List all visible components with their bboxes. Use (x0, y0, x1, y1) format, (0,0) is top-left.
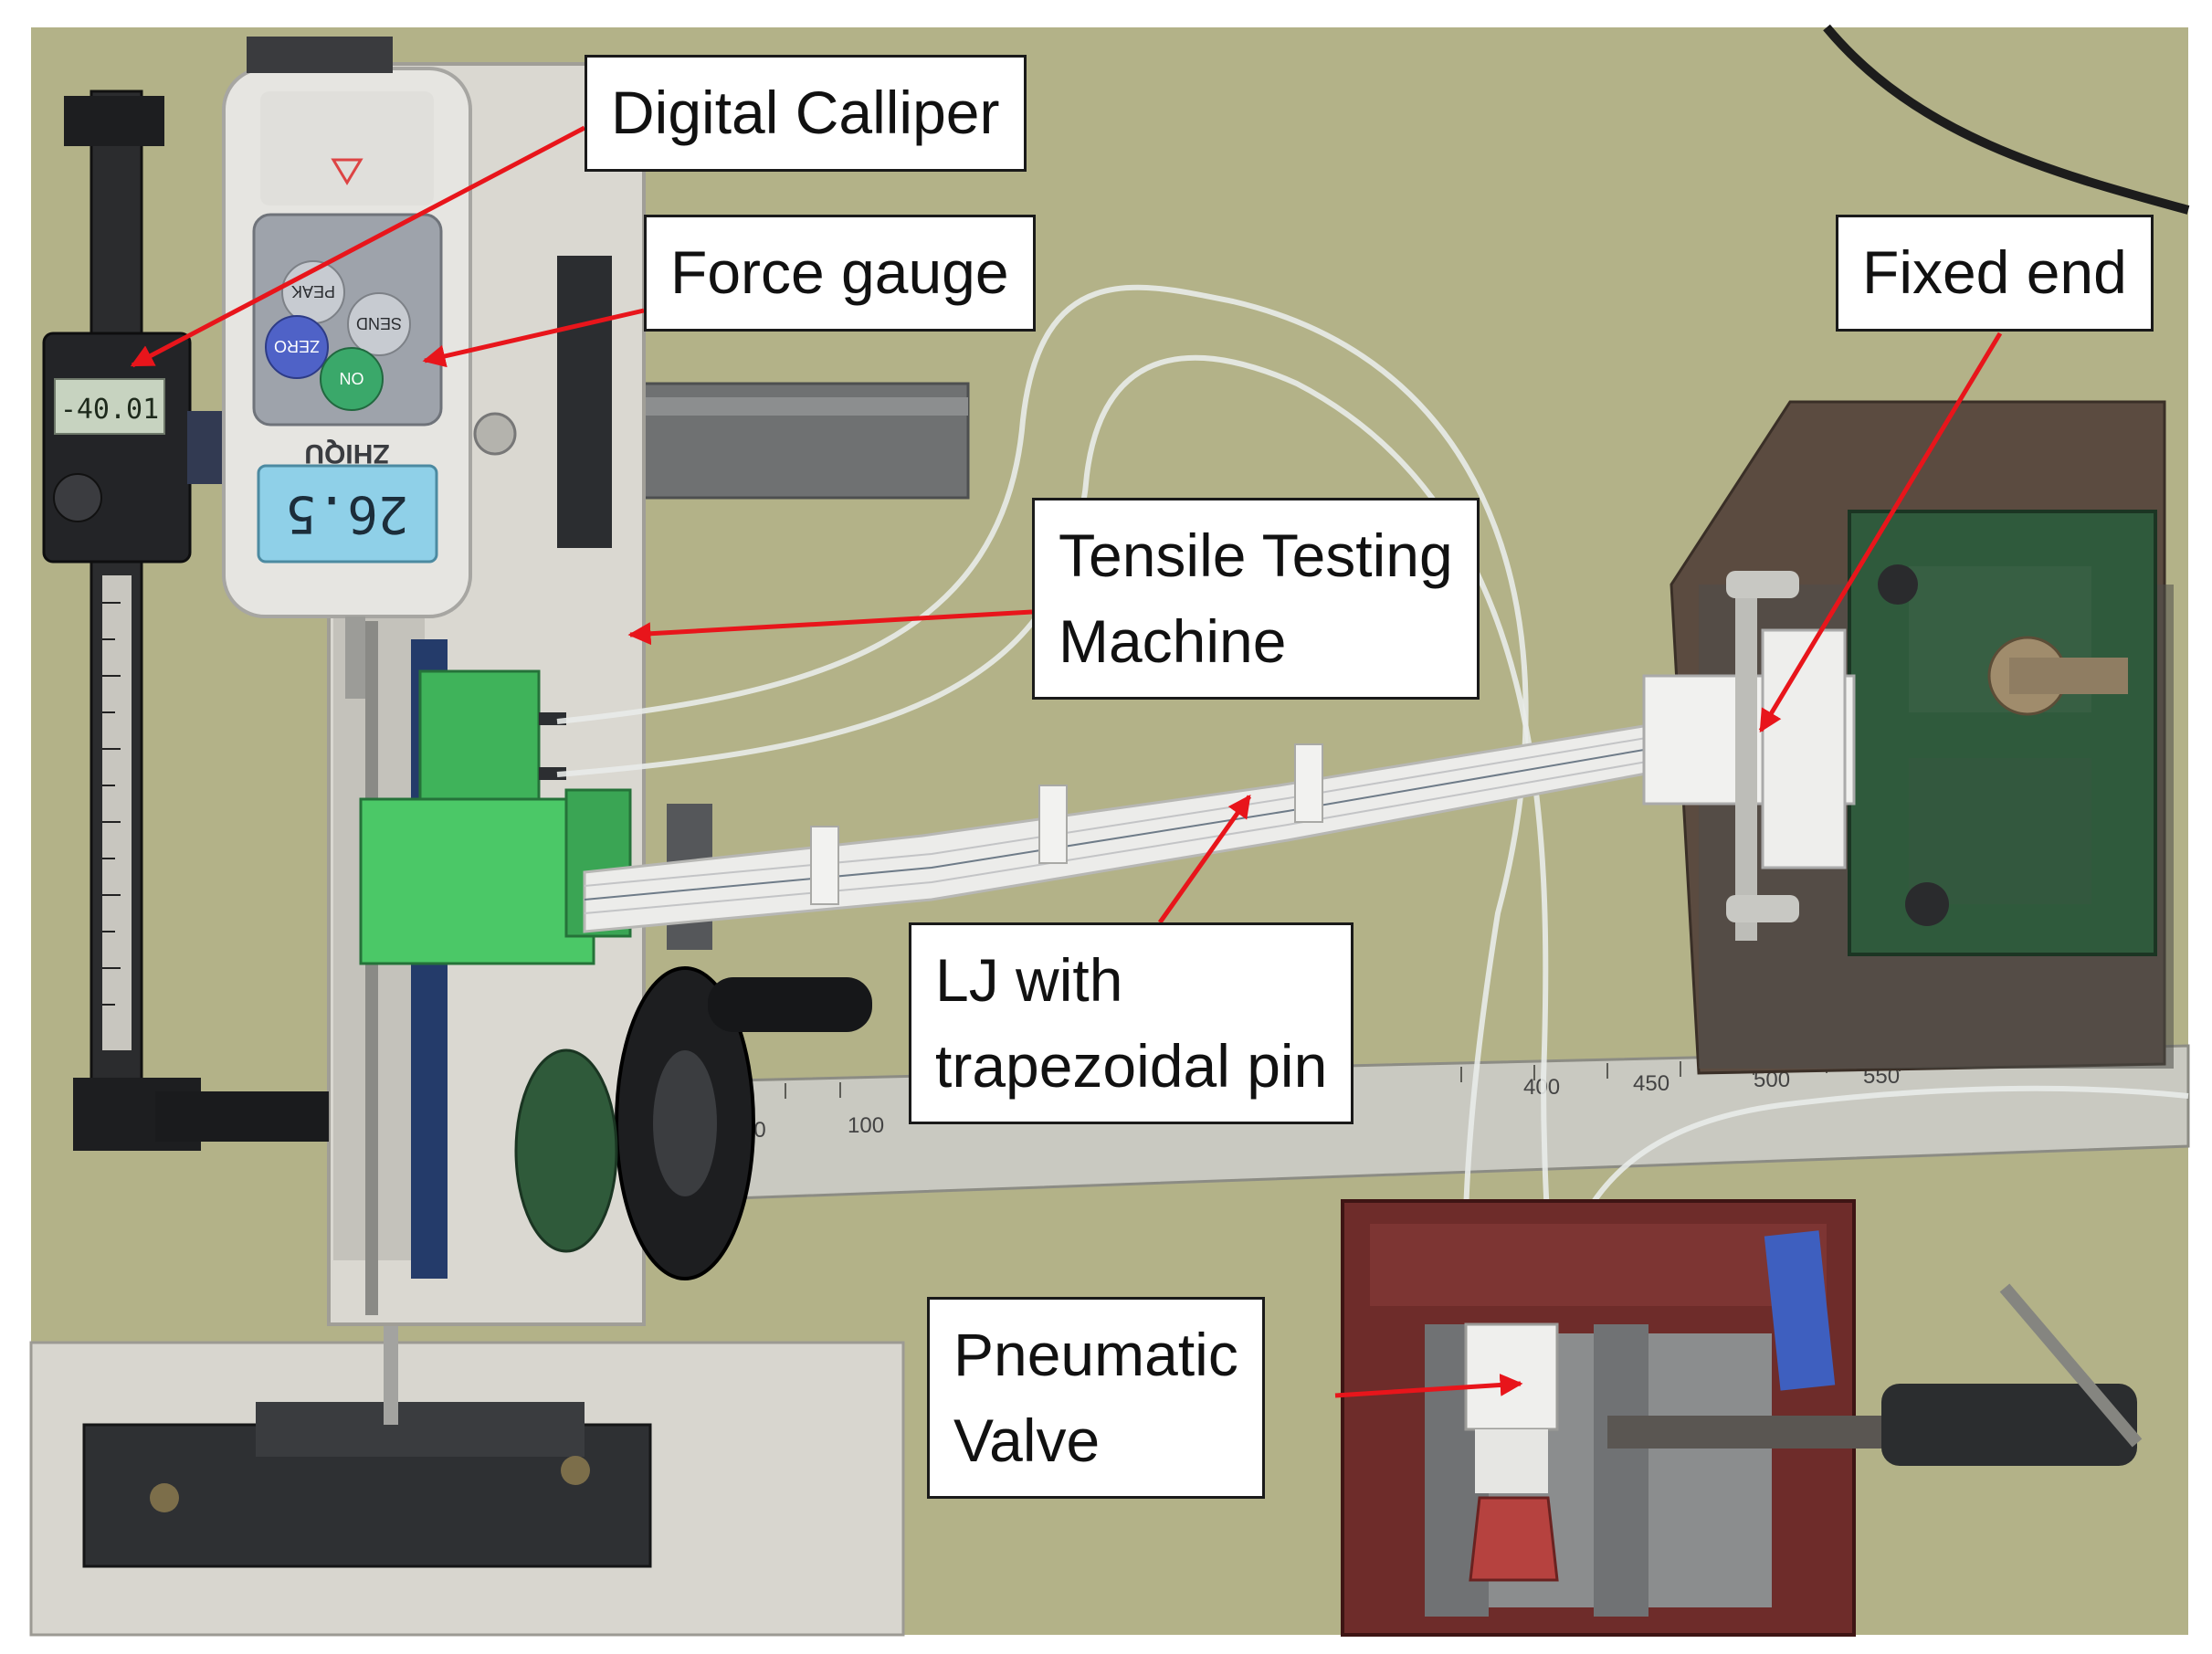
pneumatic-valve-body (1464, 1322, 1559, 1431)
callout-force-gauge-text: Force gauge (670, 238, 1009, 306)
callout-tensile-line-2: Machine (1059, 606, 1287, 675)
callout-fixed-end: Fixed end (1836, 215, 2154, 332)
wheel-bearing-green (514, 1048, 618, 1253)
gauge-button-peak-label: PEAK (291, 282, 335, 300)
force-gauge-display (257, 464, 438, 564)
callout-pneumatic-line-2: Valve (953, 1406, 1101, 1474)
callout-pneumatic-line-1: Pneumatic (953, 1321, 1238, 1388)
gauge-button-zero-label: ZERO (274, 337, 320, 355)
callout-tensile-line-1: Tensile Testing (1059, 521, 1453, 589)
gauge-button-send (347, 292, 411, 356)
arrow-pneumatic-valve (1334, 1373, 1523, 1398)
specimen-ring-3 (1294, 743, 1323, 823)
callout-tensile-testing-machine: Tensile Testing Machine (1032, 498, 1480, 701)
callout-lj-line-1: LJ with (935, 946, 1123, 1014)
calliper-display (54, 378, 165, 435)
callout-digital-calliper-text: Digital Calliper (611, 79, 1000, 146)
pneumatic-tube-1 (556, 284, 1529, 1316)
callout-digital-calliper: Digital Calliper (585, 55, 1027, 172)
calliper-display-value: -40.01 (60, 394, 159, 426)
ruler-mark-100: 100 (848, 1113, 884, 1138)
gauge-button-zero (265, 315, 329, 379)
calliper-scale-ticks (102, 602, 121, 1006)
machine-side-rail (557, 256, 612, 548)
gauge-button-send-label: SEND (356, 314, 402, 332)
gauge-button-on-label: ON (340, 369, 364, 387)
arrow-fixed-end (1758, 332, 2003, 733)
gauge-button-on (320, 347, 384, 411)
force-gauge-display-value: 26.5 (286, 484, 409, 543)
ruler-mark-450: 450 (1633, 1071, 1670, 1096)
pneumatic-tube-2 (556, 354, 1555, 1325)
callout-fixed-end-text: Fixed end (1862, 238, 2127, 306)
callout-pneumatic-valve: Pneumatic Valve (927, 1297, 1265, 1500)
specimen-ring-1 (810, 826, 839, 905)
gauge-brand: ZHIQU (304, 438, 389, 469)
vise-bolt-1 (1878, 564, 1918, 605)
callout-force-gauge: Force gauge (644, 215, 1036, 332)
vise-handle (1881, 1384, 2137, 1466)
annotation-arrows (130, 125, 2003, 1398)
arrow-digital-calliper (130, 125, 586, 368)
vise-bolt-2 (1905, 882, 1949, 926)
specimen-ring-2 (1038, 785, 1068, 864)
green-clamp (359, 797, 595, 965)
power-cable (1823, 24, 2190, 215)
calliper-body (42, 332, 192, 564)
callout-lj-line-2: trapezoidal pin (935, 1031, 1328, 1100)
arrow-tensile-machine (627, 609, 1033, 646)
callout-lj-trapezoidal-pin: LJ with trapezoidal pin (909, 922, 1354, 1125)
arrow-force-gauge (422, 308, 645, 368)
pneumatic-valve-cap (1469, 1496, 1559, 1582)
arrow-lj-pin (1157, 794, 1252, 924)
